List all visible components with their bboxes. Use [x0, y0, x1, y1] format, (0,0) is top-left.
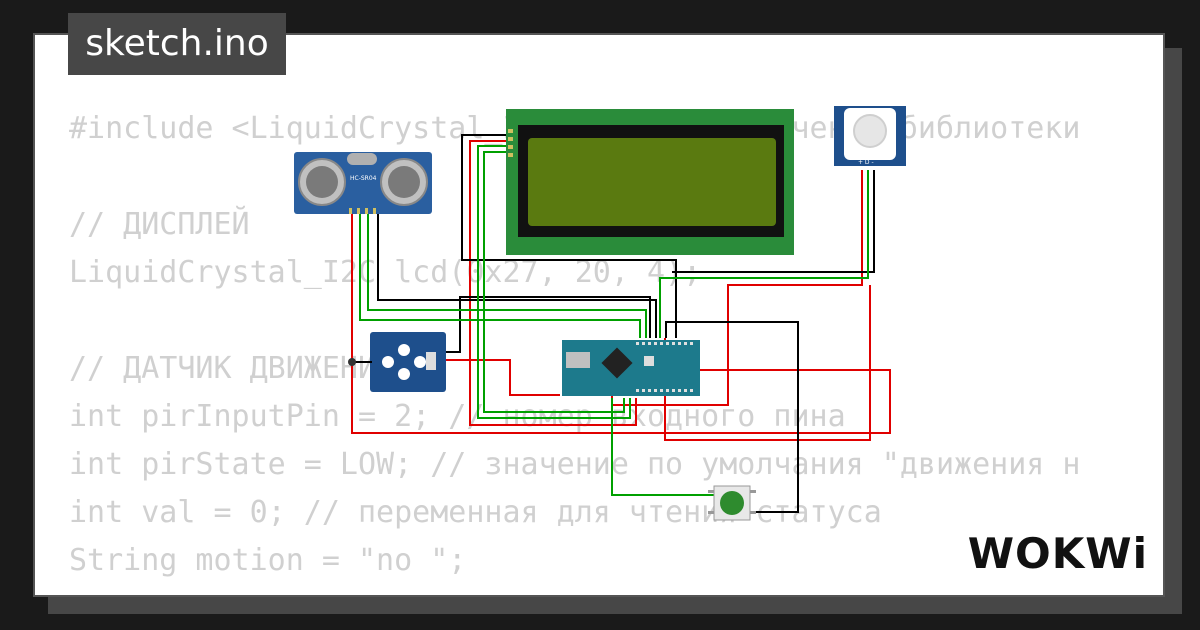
wire-black [377, 213, 657, 338]
wire-green [659, 170, 869, 338]
code-line: String motion = "no "; [69, 543, 467, 578]
pir-sensor[interactable]: + D - [834, 106, 906, 166]
wire-black [446, 296, 651, 353]
code-line: int pirState = LOW; // значение по умолч… [69, 447, 1081, 482]
ultrasonic-model-label: HC-SR04 [350, 175, 377, 182]
code-line: int pirInputPin = 2; // номер входного п… [69, 399, 846, 434]
wire-red [446, 359, 560, 396]
lcd-pin-header [508, 129, 513, 157]
pushbutton[interactable] [708, 485, 756, 521]
ultrasonic-sensor[interactable]: HC-SR04 [294, 152, 432, 214]
wires [351, 134, 891, 513]
code-line: // ДАТЧИК ДВИЖЕНИЯ [69, 351, 395, 386]
joystick-module[interactable] [348, 332, 446, 392]
svg-text:+ D -: + D - [858, 159, 874, 166]
wire-black [461, 134, 677, 338]
code-line: // ДИСПЛЕЙ [69, 207, 250, 242]
file-tab[interactable]: sketch.ino [68, 13, 286, 75]
wokwi-logo: WOKWi [967, 529, 1148, 578]
wire-black [672, 170, 875, 273]
wire-green [477, 145, 631, 419]
wire-green [359, 213, 641, 338]
wire-green [483, 151, 625, 413]
wire-black [665, 321, 799, 513]
wire-green [611, 398, 714, 496]
arduino-nano[interactable] [562, 340, 700, 396]
wire-green [367, 213, 647, 338]
wire-red [469, 140, 637, 426]
lcd-display[interactable] [506, 109, 794, 255]
